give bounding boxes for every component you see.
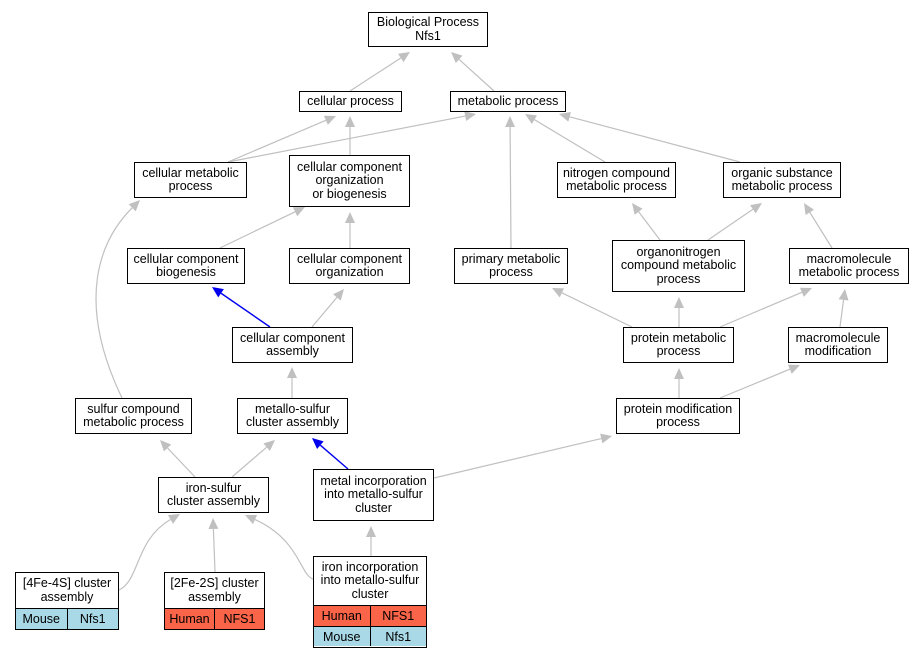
edge-isca-to-scmp-arrowhead: [160, 440, 172, 452]
node-metal-incorporation-into-metallo-sulfur-cluster[interactable]: metal incorporation into metallo-sulfur …: [313, 469, 434, 521]
edge-prmp-to-pmp-arrowhead: [552, 288, 565, 298]
node-cellular-component-biogenesis[interactable]: cellular component biogenesis: [127, 248, 245, 284]
edge-scmp-to-cmp-arrowhead: [128, 200, 140, 212]
edge-cco-to-ccob-arrowhead: [345, 212, 355, 223]
node-cellular-component-assembly[interactable]: cellular component assembly: [232, 327, 353, 363]
node-primary-metabolic-process[interactable]: primary metabolic process: [454, 248, 568, 284]
node-organonitrogen-compound-metabolic-process[interactable]: organonitrogen compound metabolic proces…: [612, 240, 745, 292]
node-biological-process-nfs1[interactable]: Biological Process Nfs1: [368, 12, 488, 47]
species-cell: Mouse: [22, 612, 61, 626]
node-label: iron incorporation into metallo-sulfur c…: [314, 557, 426, 606]
edge-prmp-to-oncmp-arrowhead: [674, 297, 684, 308]
edge-cp-to-root: [349, 57, 402, 92]
edge-mmp-to-osmp: [809, 212, 833, 249]
node-cellular-process[interactable]: cellular process: [299, 91, 402, 112]
node-protein-modification-process[interactable]: protein modification process: [616, 398, 740, 434]
edge-scmp-to-cmp: [95, 207, 133, 399]
edge-fe2s-to-isca-arrowhead: [208, 518, 219, 530]
edge-osmp-to-mp-arrowhead: [559, 111, 571, 122]
node-sulfur-compound-metabolic-process[interactable]: sulfur compound metabolic process: [75, 398, 192, 434]
edge-mimsc-to-pmod-arrowhead: [600, 433, 612, 444]
edge-ncmp-to-mp: [534, 119, 606, 163]
edge-mp-to-root-arrowhead: [451, 52, 463, 64]
edge-cca-to-ccb: [220, 292, 271, 328]
edge-osmp-to-mp: [569, 116, 741, 163]
annotation-row: Human NFS1: [314, 606, 426, 626]
edge-cmp-to-mp: [227, 115, 466, 163]
edge-fe4s-to-isca-arrowhead: [167, 514, 180, 524]
gene-cell: Nfs1: [66, 609, 119, 629]
node-cellular-component-organization[interactable]: cellular component organization: [289, 248, 410, 284]
edge-fe4s-to-isca: [118, 518, 171, 591]
edge-cmp-to-cp-arrowhead: [323, 115, 336, 125]
species-cell: Human: [321, 609, 362, 623]
edge-ccb-to-ccob-arrowhead: [292, 207, 305, 217]
node-label: [4Fe-4S] cluster assembly: [16, 573, 118, 609]
node-organic-substance-metabolic-process[interactable]: organic substance metabolic process: [723, 162, 841, 198]
edge-pmod-to-prmp-arrowhead: [674, 368, 684, 379]
edge-cp-to-root-arrowhead: [398, 52, 410, 63]
node-iron-sulfur-cluster-assembly[interactable]: iron-sulfur cluster assembly: [158, 477, 269, 513]
edge-prmp-to-pmp: [561, 292, 633, 328]
edge-iimsc-to-isca: [254, 519, 314, 580]
edge-oncmp-to-ncmp: [638, 211, 661, 241]
edge-isca-to-scmp: [167, 447, 196, 478]
edge-cmp-to-cp: [227, 119, 327, 163]
annotation-row: Mouse Nfs1: [314, 626, 426, 646]
node-protein-metabolic-process[interactable]: protein metabolic process: [623, 327, 734, 363]
node-4fe-4s-cluster-assembly[interactable]: [4Fe-4S] cluster assembly Mouse Nfs1: [15, 572, 119, 630]
species-cell: Mouse: [322, 629, 361, 644]
edge-mimsc-to-msca: [319, 444, 349, 470]
edge-mp-to-root: [458, 58, 495, 92]
species-cell: Human: [169, 612, 210, 626]
node-2fe-2s-cluster-assembly[interactable]: [2Fe-2S] cluster assembly Human NFS1: [164, 572, 265, 630]
edge-oncmp-to-ncmp-arrowhead: [632, 203, 643, 215]
edge-pmod-to-mm: [719, 368, 791, 399]
annotation-row: Mouse Nfs1: [16, 609, 118, 629]
edge-pmp-to-mp: [509, 126, 512, 249]
node-metabolic-process[interactable]: metabolic process: [450, 91, 566, 112]
node-cellular-component-organization-or-biogenesis[interactable]: cellular component organization or bioge…: [289, 155, 410, 207]
edge-cca-to-ccb-arrowhead: [212, 287, 224, 298]
gene-cell: NFS1: [214, 609, 264, 629]
edge-mm-to-mmp: [839, 299, 845, 328]
edge-prmp-to-mmp: [719, 291, 803, 328]
node-macromolecule-modification[interactable]: macromolecule modification: [788, 327, 888, 363]
edge-pmod-to-mm-arrowhead: [787, 364, 800, 374]
edge-fe2s-to-isca: [212, 528, 216, 573]
edge-pmp-to-mp-arrowhead: [505, 116, 516, 128]
edge-mimsc-to-pmod: [433, 437, 602, 479]
edge-isca-to-msca-arrowhead: [263, 440, 275, 451]
edge-mmp-to-osmp-arrowhead: [804, 203, 815, 215]
edge-ncmp-to-mp-arrowhead: [525, 114, 538, 124]
edge-isca-to-msca: [231, 446, 268, 478]
edge-mm-to-mmp-arrowhead: [838, 289, 849, 301]
node-label: [2Fe-2S] cluster assembly: [165, 573, 264, 609]
node-nitrogen-compound-metabolic-process[interactable]: nitrogen compound metabolic process: [557, 162, 676, 198]
node-cellular-metabolic-process[interactable]: cellular metabolic process: [134, 162, 247, 198]
gene-cell: NFS1: [369, 606, 427, 626]
edge-cca-to-cco: [311, 297, 338, 328]
annotation-row: Human NFS1: [165, 609, 264, 629]
edge-ccb-to-ccob: [219, 211, 296, 249]
edge-mimsc-to-msca-arrowhead: [312, 438, 324, 449]
edge-prmp-to-mmp-arrowhead: [799, 287, 812, 297]
node-macromolecule-metabolic-process[interactable]: macromolecule metabolic process: [789, 248, 909, 284]
node-iron-incorporation-into-metallo-sulfur-cluster[interactable]: iron incorporation into metallo-sulfur c…: [313, 556, 427, 648]
edge-oncmp-to-osmp: [707, 208, 754, 241]
edge-cca-to-cco-arrowhead: [333, 289, 344, 301]
edge-cmp-to-mp-arrowhead: [464, 111, 476, 121]
edge-iimsc-to-isca-arrowhead: [245, 515, 258, 525]
node-metallo-sulfur-cluster-assembly[interactable]: metallo-sulfur cluster assembly: [237, 398, 348, 434]
edge-ccob-to-cp-arrowhead: [345, 116, 355, 127]
edge-oncmp-to-osmp-arrowhead: [750, 203, 762, 214]
edge-msca-to-cca-arrowhead: [287, 367, 297, 378]
gene-cell: Nfs1: [369, 627, 427, 646]
edge-iimsc-to-mimsc-arrowhead: [366, 526, 376, 537]
